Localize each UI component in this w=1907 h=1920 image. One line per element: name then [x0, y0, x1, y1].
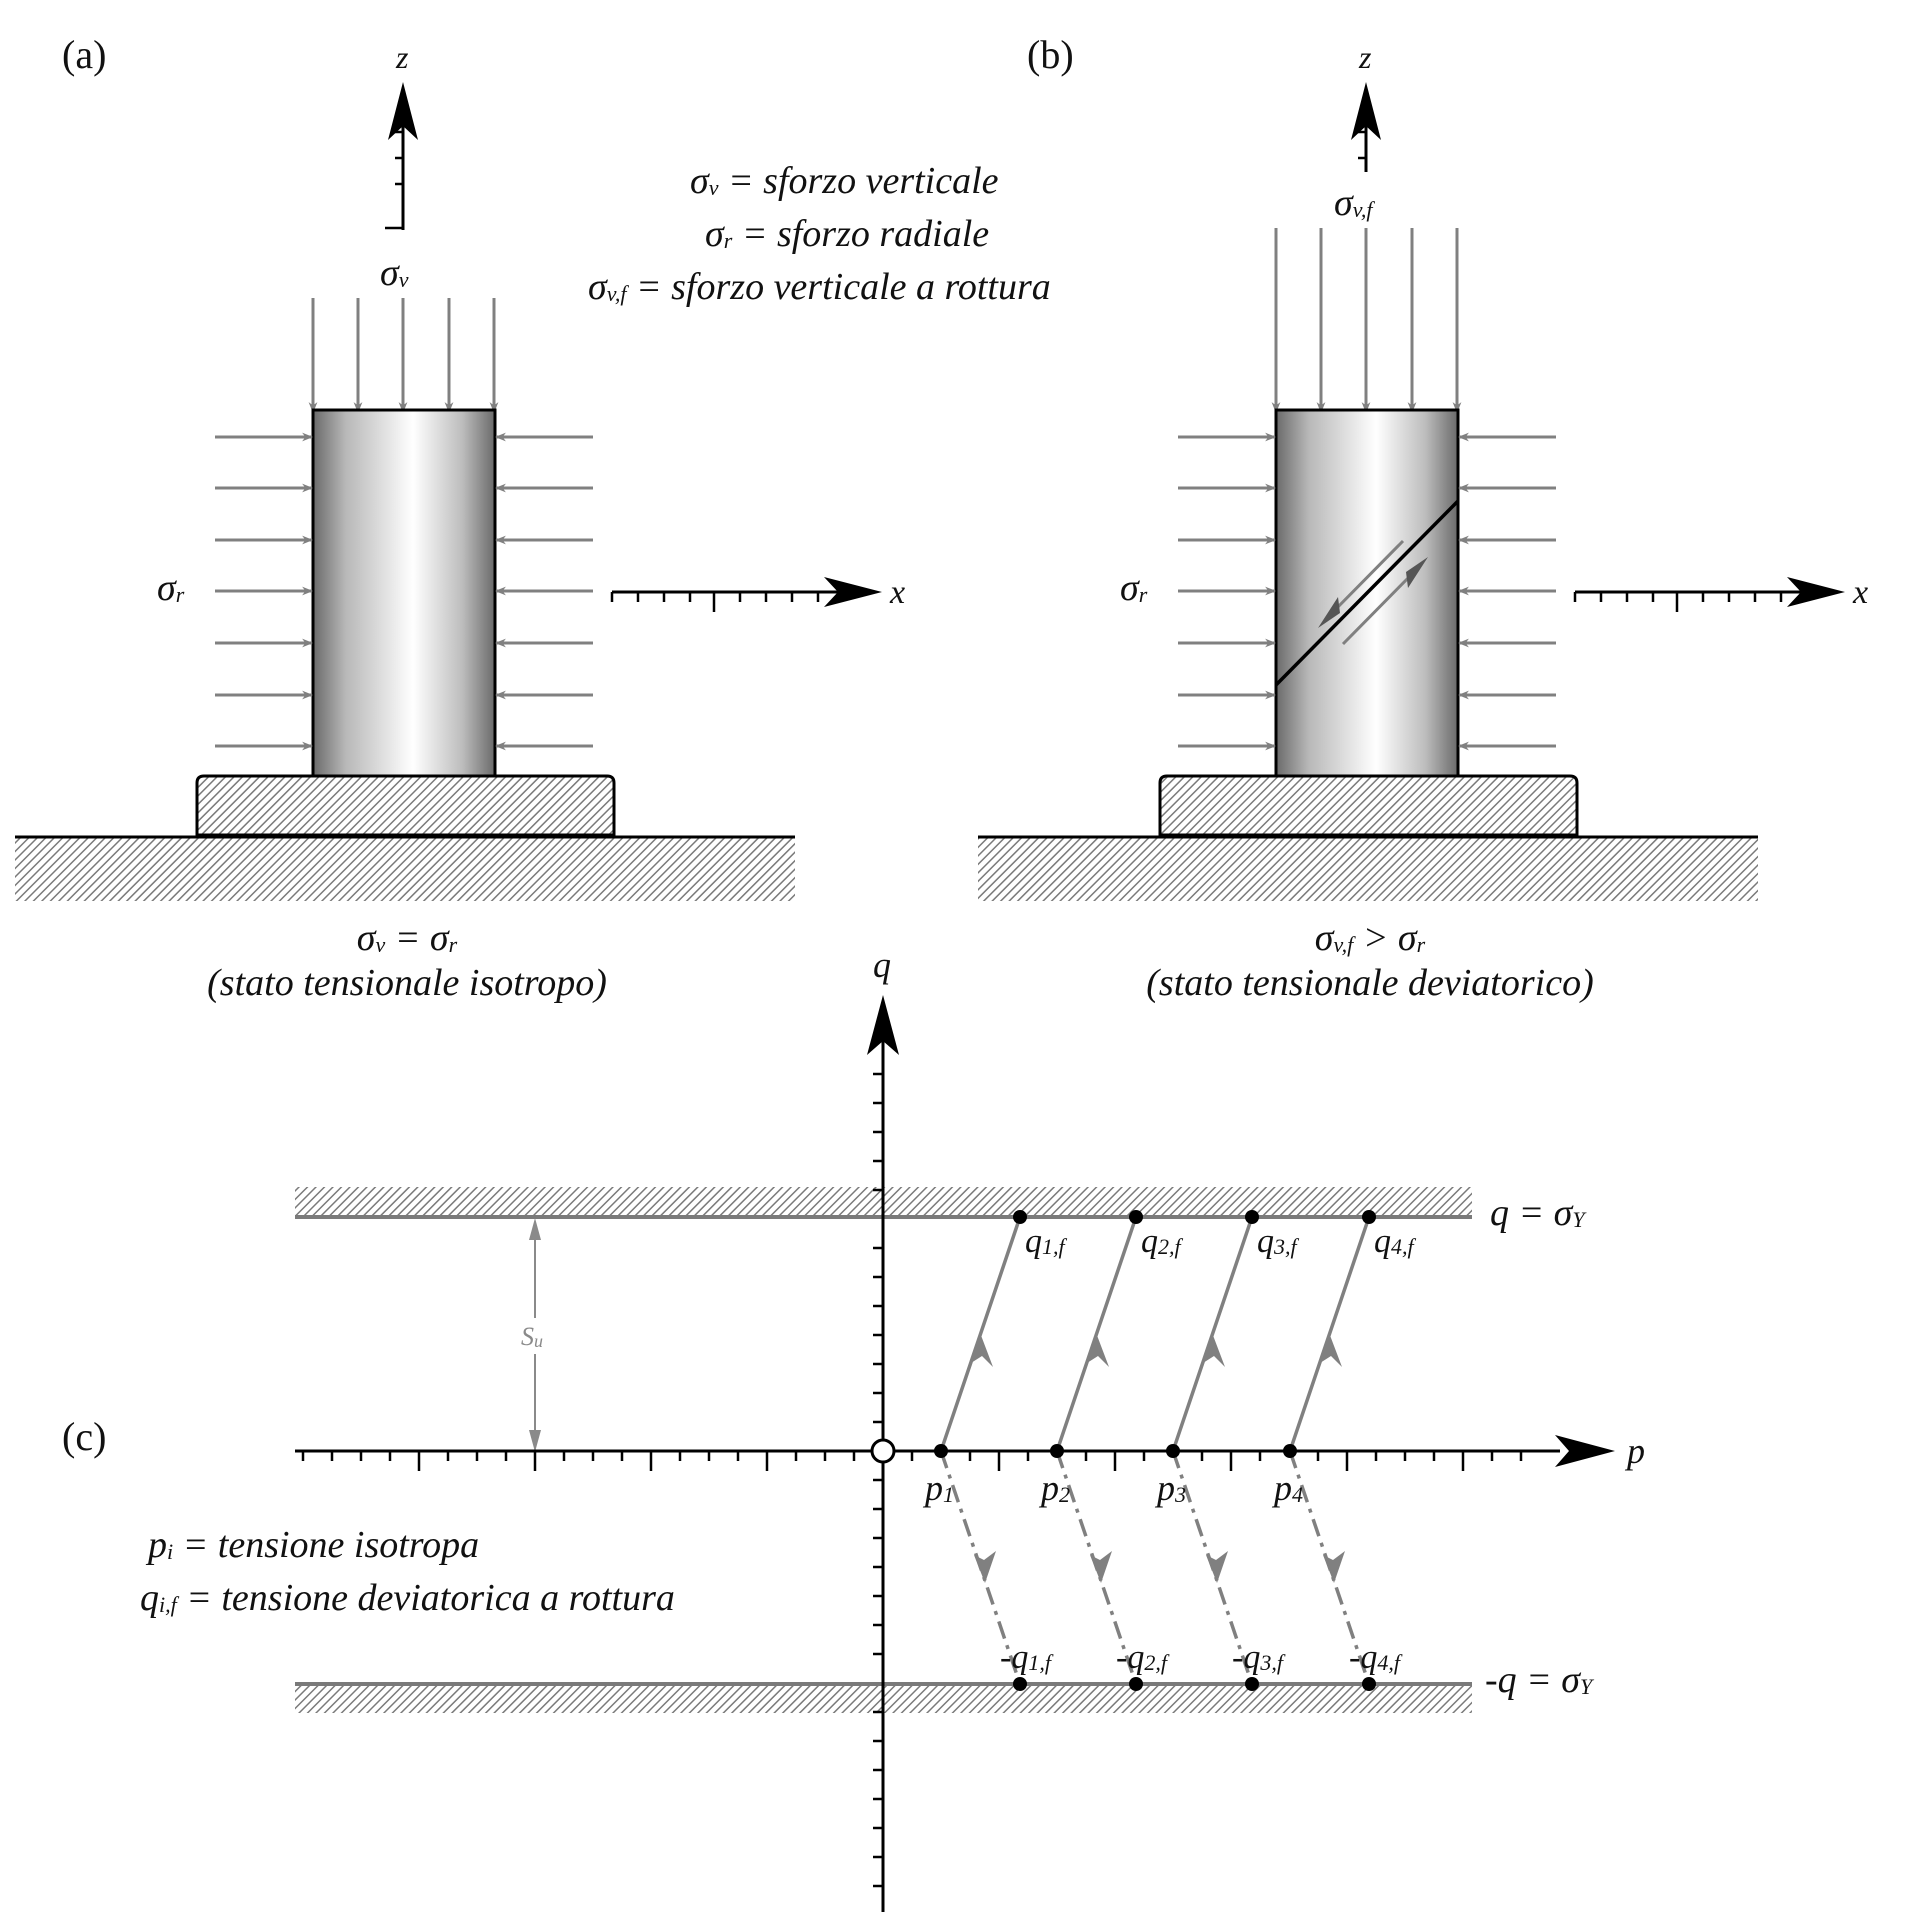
vertical-load-arrows-b [1271, 228, 1462, 414]
base-plate-b [1158, 774, 1579, 837]
x-axis-a: x [610, 574, 905, 612]
panel-c-label: (c) [62, 1414, 106, 1459]
stress-paths-extension [939, 1450, 1371, 1685]
path-direction-icon [1323, 1551, 1345, 1583]
legend-top: σv = sforzo verticale σr = sforzo radial… [588, 160, 1051, 308]
stress-paths-compression [939, 1216, 1371, 1452]
path-direction-icon [1087, 1334, 1109, 1367]
legend-top-line3: σv,f = sforzo verticale a rottura [588, 266, 1051, 308]
p-axis-label: p [1624, 1431, 1645, 1471]
yield-upper-label: q = σY [1490, 1192, 1587, 1234]
label-p4: p4 [1271, 1468, 1303, 1508]
p-axis-ticks [301, 1451, 1523, 1471]
z-arrowhead-icon [388, 82, 418, 140]
radial-arrows-right-b [1457, 432, 1556, 751]
point-neg-q3f [1245, 1677, 1259, 1691]
panel-b-label: (b) [1027, 32, 1074, 77]
su-dimension: Su [518, 1218, 556, 1452]
x-axis-label-b: x [1852, 574, 1868, 611]
legend-bottom-line1: pi = tensione isotropa [145, 1524, 479, 1566]
point-q3f [1245, 1210, 1259, 1224]
specimen-cylinder-a [311, 408, 497, 779]
panel-c: (c) q = σY -q = σY Su q [62, 945, 1645, 1912]
label-q1f: q1,f [1025, 1223, 1068, 1260]
radial-arrows-right-a [494, 432, 593, 751]
path-direction-icon [1320, 1334, 1342, 1367]
point-q4f [1362, 1210, 1376, 1224]
legend-bottom: pi = tensione isotropa qi,f = tensione d… [140, 1524, 675, 1619]
path-direction-icon [1090, 1551, 1112, 1583]
label-p2: p2 [1038, 1468, 1070, 1508]
origin-marker [870, 1438, 896, 1464]
stress-points [934, 1210, 1376, 1691]
point-q2f [1129, 1210, 1143, 1224]
point-p4 [1283, 1444, 1297, 1458]
z-axis-label: z [395, 39, 409, 75]
ground-a [15, 837, 795, 901]
label-p3: p3 [1154, 1468, 1186, 1508]
qf-point-labels: q1,f q2,f q3,f q4,f [1025, 1223, 1417, 1260]
p-arrowhead-icon [1555, 1435, 1615, 1467]
panel-a: (a) z σv [15, 32, 905, 1004]
q-axis-ticks [873, 1072, 883, 1888]
label-neg-q2f: -q2,f [1116, 1639, 1170, 1676]
caption-a-equation: σv = σr [357, 917, 458, 959]
panel-a-label: (a) [62, 32, 106, 77]
label-p1: p1 [922, 1468, 954, 1508]
radial-arrows-left-a [215, 432, 314, 751]
label-q3f: q3,f [1257, 1223, 1300, 1260]
label-q4f: q4,f [1374, 1223, 1417, 1260]
q-arrowhead-icon [867, 995, 899, 1055]
failure-plane [1274, 499, 1460, 687]
su-label: Su [521, 1322, 543, 1351]
label-neg-q4f: -q4,f [1349, 1639, 1403, 1676]
point-neg-q4f [1362, 1677, 1376, 1691]
ground-b [978, 837, 1758, 901]
label-neg-q1f: -q1,f [1000, 1639, 1054, 1676]
sigma-v-label: σv [380, 252, 409, 294]
sigma-r-label-b: σr [1120, 567, 1148, 609]
x-axis-label-a: x [889, 574, 905, 611]
x-arrowhead-icon [1787, 577, 1845, 607]
legend-top-line1: σv = sforzo verticale [690, 160, 999, 202]
caption-a-description: (stato tensionale isotropo) [207, 962, 607, 1004]
point-neg-q1f [1013, 1677, 1027, 1691]
path-direction-icon [1203, 1334, 1225, 1367]
path-direction-icon [974, 1551, 996, 1583]
shear-direction-icon [1318, 539, 1428, 646]
base-plate-a [195, 774, 616, 837]
z-axis-a: z [385, 39, 418, 230]
x-axis-b: x [1573, 574, 1868, 612]
path-direction-icon [1206, 1551, 1228, 1583]
p-axis: p [295, 1431, 1645, 1471]
point-p3 [1166, 1444, 1180, 1458]
sigma-vf-label: σv,f [1334, 182, 1375, 224]
neg-qf-point-labels: -q1,f -q2,f -q3,f -q4,f [1000, 1639, 1403, 1676]
label-q2f: q2,f [1141, 1223, 1184, 1260]
p-point-labels: p1 p2 p3 p4 [922, 1468, 1303, 1508]
label-neg-q3f: -q3,f [1232, 1639, 1286, 1676]
z-axis-label-b: z [1358, 39, 1372, 75]
path-direction-icon [971, 1334, 993, 1367]
caption-b-description: (stato tensionale deviatorico) [1146, 962, 1593, 1004]
yield-lower-label: -q = σY [1485, 1659, 1595, 1701]
z-arrowhead-icon [1351, 82, 1381, 140]
point-q1f [1013, 1210, 1027, 1224]
point-p1 [934, 1444, 948, 1458]
panel-b: (b) z σv,f [978, 32, 1868, 1004]
x-arrowhead-icon [824, 577, 882, 607]
legend-bottom-line2: qi,f = tensione deviatorica a rottura [140, 1577, 675, 1619]
legend-top-line2: σr = sforzo radiale [705, 213, 989, 255]
sigma-r-label-a: σr [157, 567, 185, 609]
vertical-load-arrows-a [308, 298, 499, 414]
point-p2 [1050, 1444, 1064, 1458]
point-neg-q2f [1129, 1677, 1143, 1691]
z-axis-b: z [1351, 39, 1381, 172]
q-axis-label: q [873, 945, 891, 985]
radial-arrows-left-b [1178, 432, 1277, 751]
q-axis: q [867, 945, 899, 1912]
caption-b-equation: σv,f > σr [1315, 917, 1426, 959]
